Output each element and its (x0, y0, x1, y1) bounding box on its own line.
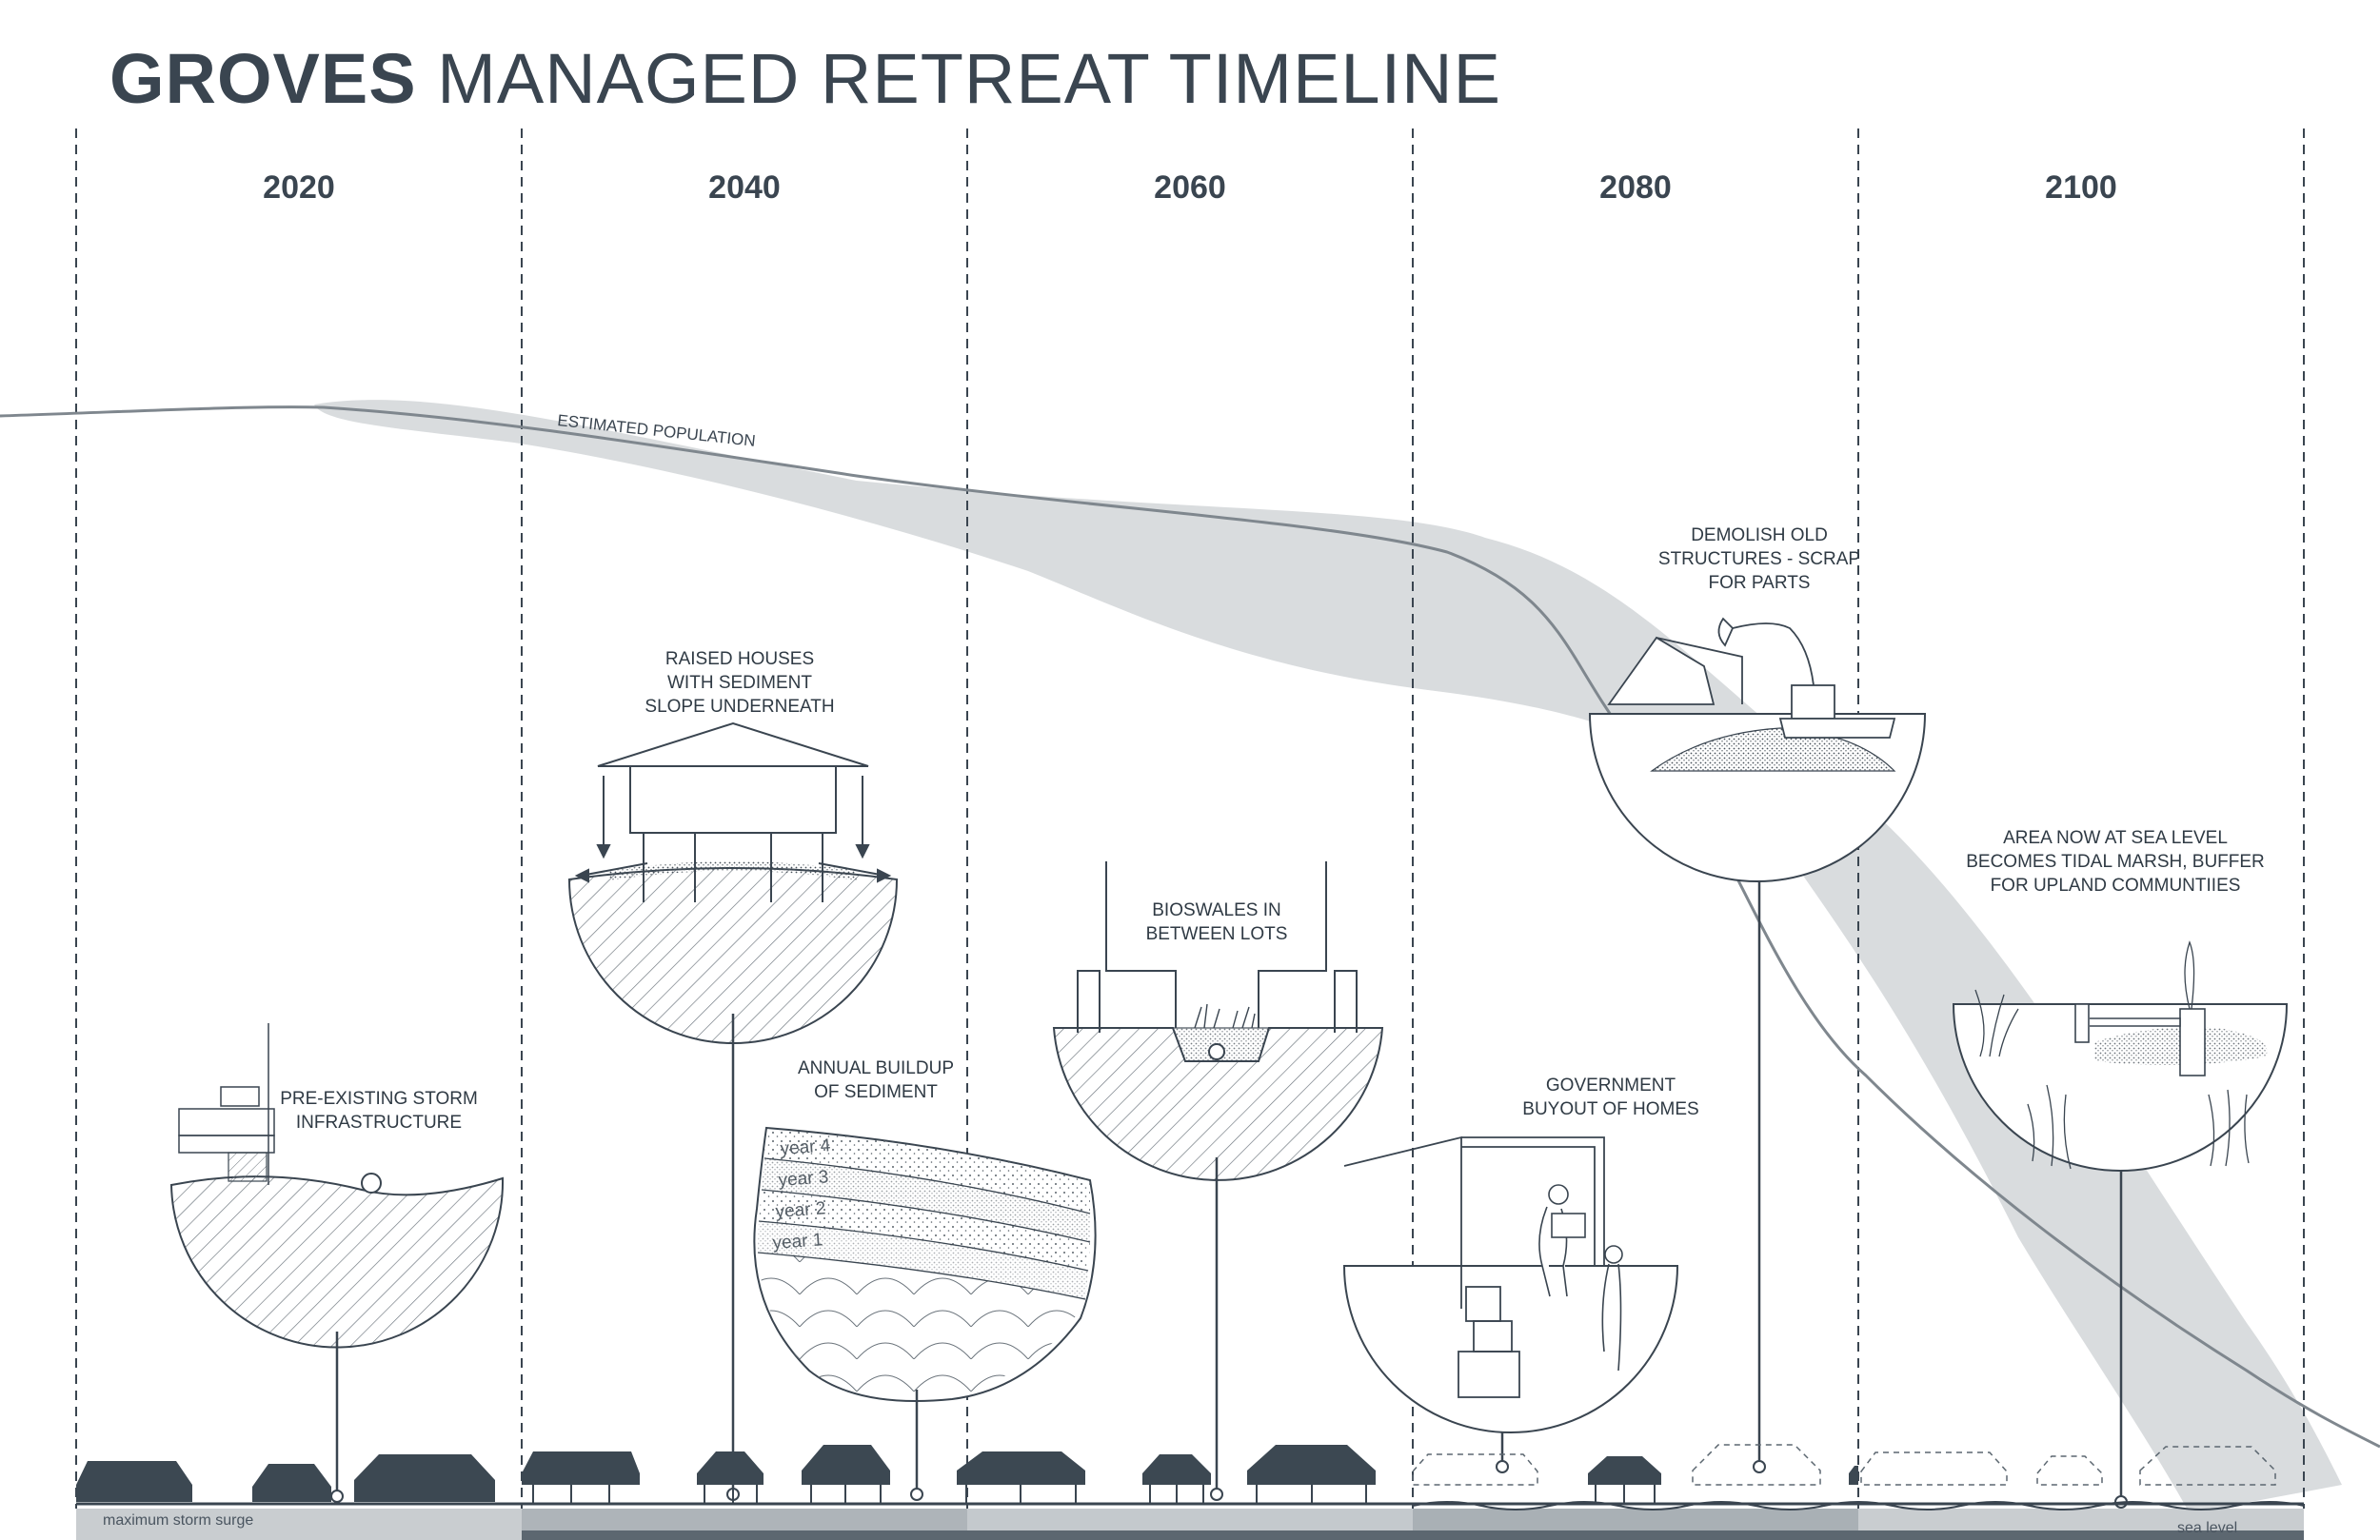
ghost-house (1412, 1453, 1538, 1486)
house (1588, 1456, 1661, 1485)
sediment-label-year-1: year 1 (772, 1230, 823, 1254)
houses-row (76, 1445, 1858, 1502)
house (957, 1451, 1085, 1485)
sea-level-label: sea level (2177, 1520, 2238, 1536)
sediment-label-year-4: year 4 (780, 1135, 832, 1159)
house (354, 1454, 495, 1502)
caption-tidal-marsh: AREA NOW AT SEA LEVEL BECOMES TIDAL MARS… (1966, 828, 2265, 896)
vignette-2080-buyout (1342, 1135, 1679, 1473)
year-2060: 2060 (1154, 169, 1226, 206)
caption-annual-sediment: ANNUAL BUILDUP OF SEDIMENT (797, 1058, 954, 1102)
year-2020: 2020 (263, 169, 335, 206)
page-title: GROVES MANAGED RETREAT TIMELINE (109, 38, 1501, 119)
house (697, 1451, 764, 1485)
title-bold: GROVES (109, 39, 417, 118)
caption-government-buyout: GOVERNMENT BUYOUT OF HOMES (1522, 1076, 1699, 1119)
caption-demolish: DEMOLISH OLD STRUCTURES - SCRAP FOR PART… (1657, 525, 1861, 593)
storm-surge-label: maximum storm surge (103, 1512, 254, 1529)
caption-storm-infrastructure: PRE-EXISTING STORM INFRASTRUCTURE (280, 1089, 478, 1133)
vignette-sediment-layers (753, 1126, 1097, 1501)
house (1142, 1454, 1211, 1485)
population-band (314, 400, 2342, 1514)
sea-level-wave (1412, 1501, 2305, 1510)
caption-raised-houses: RAISED HOUSES WITH SEDIMENT SLOPE UNDERN… (645, 649, 835, 717)
vignette-2020-storm-infrastructure (169, 1023, 505, 1503)
population-line (0, 405, 2380, 1449)
vignette-2100-tidal-marsh (1952, 940, 2289, 1509)
ghost-house (2139, 1446, 2276, 1486)
year-2080: 2080 (1599, 169, 1672, 206)
house (76, 1461, 192, 1502)
sediment-label-year-3: year 3 (778, 1167, 829, 1191)
house (1247, 1445, 1376, 1485)
vignette-2060-bioswales (1052, 861, 1384, 1501)
ghost-houses (1412, 1444, 2276, 1486)
house (1849, 1466, 1858, 1485)
house-piles (532, 1485, 1656, 1504)
caption-bioswales: BIOSWALES IN BETWEEN LOTS (1145, 900, 1288, 944)
year-2100: 2100 (2045, 169, 2117, 206)
title-rest: MANAGED RETREAT TIMELINE (437, 39, 1501, 118)
house (252, 1464, 331, 1502)
sediment-label-year-2: year 2 (775, 1198, 826, 1222)
vignette-2080-demolish (1588, 617, 1927, 1473)
dark-edge-2060 (967, 1530, 1413, 1540)
ghost-house (1692, 1444, 1821, 1486)
ghost-house (2036, 1455, 2103, 1486)
house (522, 1451, 640, 1485)
storm-surge-band-2020 (76, 1509, 522, 1540)
dark-edge-2100 (1858, 1530, 2304, 1540)
ground-strip (76, 1501, 2305, 1540)
house (802, 1445, 890, 1485)
vignette-2040-raised-houses (567, 721, 899, 1501)
dark-edge-2040 (522, 1530, 967, 1540)
dark-edge-2080 (1413, 1530, 1858, 1540)
year-2040: 2040 (708, 169, 781, 206)
ghost-house (1860, 1451, 2008, 1486)
